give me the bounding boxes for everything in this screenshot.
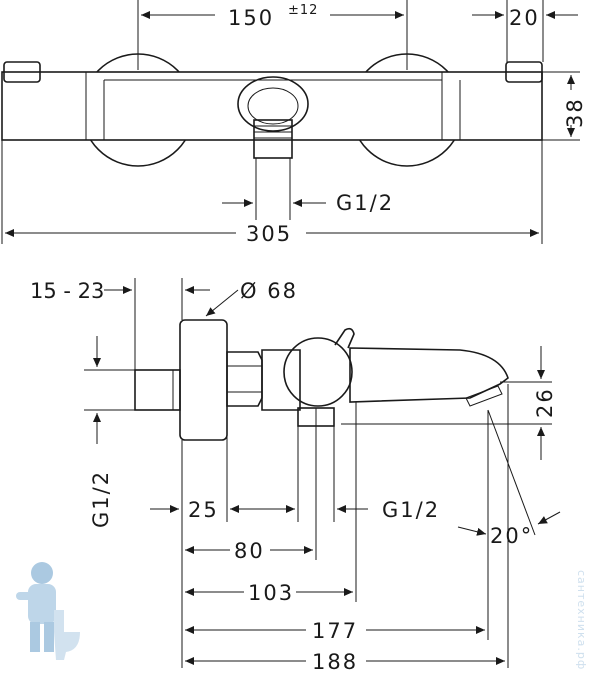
- hex-nut: [226, 351, 263, 407]
- diverter-knob: [237, 76, 309, 132]
- thread-label-left: G1/2: [89, 470, 113, 528]
- dim-label-103: 103: [248, 581, 294, 605]
- thread-label-bottom: G1/2: [382, 498, 440, 522]
- knob-lever: [334, 327, 355, 349]
- watermark-mascot: [16, 562, 80, 660]
- diameter-label: Ø 68: [240, 279, 298, 303]
- spout: [349, 347, 509, 403]
- mixer-body-side: [261, 349, 301, 411]
- control-knob: [283, 337, 353, 407]
- left-end-cap: [3, 61, 41, 83]
- dim-label-15-23: 15 - 23: [30, 279, 104, 303]
- spout-outlet-top: [253, 119, 293, 159]
- dim-label-25: 25: [188, 498, 219, 522]
- dim-label-188: 188: [312, 650, 358, 674]
- dim-label-38: 38: [563, 97, 587, 128]
- side-view: 15 - 23 Ø 68 G1/2: [30, 278, 561, 674]
- watermark-text: сантехника.рф: [575, 570, 588, 670]
- top-view: 150 ±12 20 38: [1, 0, 587, 246]
- dim-label-177: 177: [312, 619, 358, 643]
- dim-label-80: 80: [234, 539, 265, 563]
- thread-label-top: G1/2: [336, 191, 394, 215]
- tolerance-label: ±12: [288, 3, 318, 18]
- mixer-body-top: [1, 71, 543, 141]
- angle-label: 20°: [490, 524, 533, 548]
- dim-label-20: 20: [509, 6, 540, 30]
- cover-plate: [179, 319, 228, 441]
- dim-label-150: 150: [228, 6, 274, 30]
- dim-label-26: 26: [533, 387, 557, 418]
- dim-label-305: 305: [246, 222, 292, 246]
